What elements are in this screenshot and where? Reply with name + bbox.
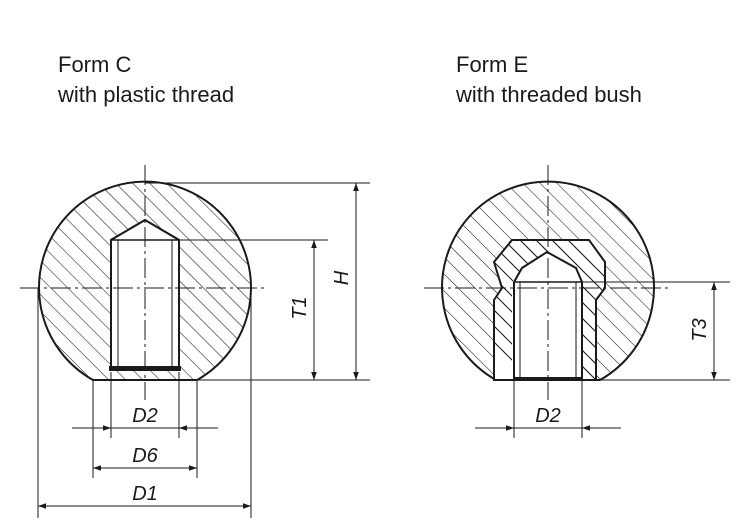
form-c-d1-label: D1 bbox=[132, 483, 158, 505]
form-e-t3-label: T3 bbox=[689, 318, 711, 341]
form-c-subtitle: with plastic thread bbox=[58, 82, 235, 107]
form-c-drawing: D2 D6 D1 T1 H bbox=[20, 165, 370, 518]
form-e-drawing: D2 T3 bbox=[424, 165, 730, 438]
form-c-d2-label: D2 bbox=[132, 405, 158, 427]
form-e-heading: Form E with threaded bush bbox=[456, 50, 642, 110]
form-c-title: Form C bbox=[58, 52, 132, 77]
form-e-title: Form E bbox=[456, 52, 529, 77]
form-c-d6-label: D6 bbox=[132, 445, 158, 467]
form-e-subtitle: with threaded bush bbox=[456, 82, 642, 107]
form-c-t1-label: T1 bbox=[289, 296, 311, 319]
form-e-d2-label: D2 bbox=[535, 405, 561, 427]
form-c-heading: Form C with plastic thread bbox=[58, 50, 234, 110]
form-c-h-label: H bbox=[331, 270, 353, 285]
